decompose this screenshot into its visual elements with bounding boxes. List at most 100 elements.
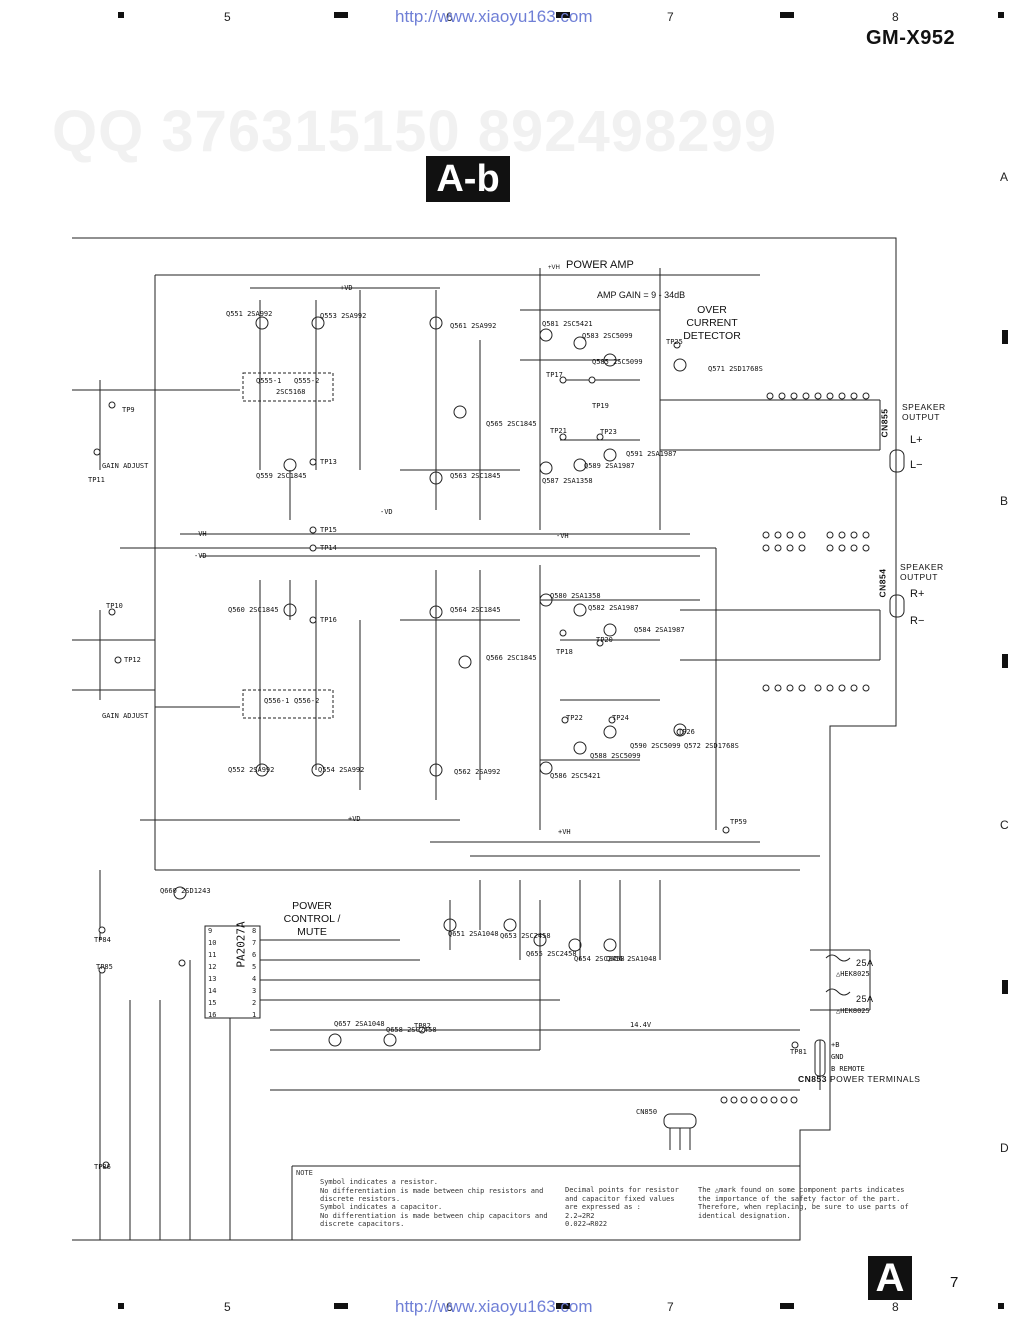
speaker-output-line: SPEAKER bbox=[900, 562, 944, 572]
minus-vd-rail-label: -VD bbox=[194, 552, 207, 560]
watermark-contact: QQ 376315150 892498299 bbox=[52, 99, 778, 164]
column-number: 7 bbox=[667, 1300, 674, 1314]
test-point-label: TP13 bbox=[320, 458, 337, 466]
svg-text:13: 13 bbox=[208, 975, 216, 983]
component-label: Q566 2SC1845 bbox=[486, 654, 537, 662]
power-control-line: MUTE bbox=[297, 926, 327, 938]
component-label: Q556-2 bbox=[294, 697, 320, 705]
vh-rail-label: +VH bbox=[558, 828, 571, 836]
cn854-label: CN854 bbox=[877, 568, 888, 598]
minus-vh-rail-label: -VH bbox=[194, 530, 207, 538]
svg-text:11: 11 bbox=[208, 951, 216, 959]
border-mark bbox=[998, 1303, 1004, 1309]
test-point-label: TP85 bbox=[96, 963, 113, 971]
voltage-label: 14.4V bbox=[630, 1021, 652, 1029]
row-letter: A bbox=[1000, 170, 1009, 184]
amp-gain-label: AMP GAIN = 9 - 34dB bbox=[597, 290, 686, 300]
column-number: 6 bbox=[446, 1300, 453, 1314]
svg-text:6: 6 bbox=[252, 951, 256, 959]
component-label: Q651 2SA1048 bbox=[448, 930, 499, 938]
component-label: Q559 2SC1845 bbox=[256, 472, 307, 480]
note-capacitor: Symbol indicates a capacitor. No differe… bbox=[320, 1203, 548, 1228]
test-point-label: TP17 bbox=[546, 371, 563, 379]
l-minus-label: L− bbox=[910, 459, 923, 471]
svg-text:3: 3 bbox=[252, 987, 256, 995]
component-label: Q554 2SA992 bbox=[318, 766, 365, 774]
test-point-label: TP25 bbox=[666, 338, 683, 346]
component-label: Q581 2SC5421 bbox=[542, 320, 593, 328]
ic-part-number: PA2027A bbox=[234, 921, 248, 968]
component-label: Q555-2 bbox=[294, 377, 320, 385]
plus-b-label: +B bbox=[831, 1041, 840, 1049]
component-label: Q552 2SA992 bbox=[228, 766, 275, 774]
border-mark bbox=[1002, 980, 1008, 994]
component-label: Q657 2SA1048 bbox=[334, 1020, 385, 1028]
component-label: Q654 2SC2458 bbox=[574, 955, 625, 963]
speaker-output-top-label: SPEAKER OUTPUT bbox=[902, 402, 946, 422]
component-label: Q660 2SD1243 bbox=[160, 887, 211, 895]
border-mark bbox=[1002, 330, 1008, 344]
power-amp-label: POWER AMP bbox=[566, 259, 634, 271]
test-point-label: TP84 bbox=[94, 936, 111, 944]
test-point-label: TP82 bbox=[414, 1022, 431, 1030]
test-point-label: TP21 bbox=[550, 427, 567, 435]
over-current-line: CURRENT bbox=[686, 317, 738, 329]
component-label: Q571 2SD1768S bbox=[708, 365, 763, 373]
column-number: 5 bbox=[224, 10, 231, 24]
border-mark bbox=[556, 12, 570, 18]
row-letter: C bbox=[1000, 818, 1009, 832]
column-number: 5 bbox=[224, 1300, 231, 1314]
component-label: Q562 2SA992 bbox=[454, 768, 501, 776]
column-number: 6 bbox=[446, 10, 453, 24]
component-label: Q553 2SA992 bbox=[320, 312, 367, 320]
svg-text:7: 7 bbox=[252, 939, 256, 947]
component-label: Q560 2SC1845 bbox=[228, 606, 279, 614]
model-name: GM-X952 bbox=[866, 27, 956, 49]
header-url-link[interactable]: http://www.xiaoyu163.com bbox=[395, 7, 593, 26]
svg-text:9: 9 bbox=[208, 927, 212, 935]
test-point-label: TP20 bbox=[596, 636, 613, 644]
svg-text:2: 2 bbox=[252, 999, 256, 1007]
component-label: Q586 2SC5421 bbox=[550, 772, 601, 780]
component-label: Q653 2SC2458 bbox=[500, 932, 551, 940]
component-label: Q582 2SA1987 bbox=[588, 604, 639, 612]
column-number: 7 bbox=[667, 10, 674, 24]
r-plus-label: R+ bbox=[910, 588, 925, 600]
section-letter-badge: A bbox=[868, 1256, 912, 1300]
row-letter: D bbox=[1000, 1141, 1009, 1155]
test-point-label: TP16 bbox=[320, 616, 337, 624]
fuse-rating: 25A bbox=[856, 994, 874, 1004]
footer-url-link[interactable]: http://www.xiaoyu163.com bbox=[395, 1297, 593, 1316]
component-label: Q563 2SC1845 bbox=[450, 472, 501, 480]
note-resistor: Symbol indicates a resistor. No differen… bbox=[320, 1178, 544, 1203]
svg-text:14: 14 bbox=[208, 987, 216, 995]
vd-rail-label: +VD bbox=[340, 284, 353, 292]
test-point-label: TP86 bbox=[94, 1163, 111, 1171]
vh-rail-label: +VH bbox=[548, 265, 560, 271]
test-point-label: TP18 bbox=[556, 648, 573, 656]
test-point-label: TP26 bbox=[678, 728, 695, 736]
border-mark bbox=[334, 12, 348, 18]
svg-text:15: 15 bbox=[208, 999, 216, 1007]
component-label: Q580 2SA1358 bbox=[550, 592, 601, 600]
over-current-line: DETECTOR bbox=[683, 330, 741, 342]
cn853-label: CN853 bbox=[798, 1074, 827, 1084]
test-point-label: TP22 bbox=[566, 714, 583, 722]
fuse-part-number: △HEK8025 bbox=[836, 1007, 870, 1015]
l-plus-label: L+ bbox=[910, 434, 923, 446]
vd-rail-label: +VD bbox=[348, 815, 361, 823]
column-number: 8 bbox=[892, 1300, 899, 1314]
fuse-rating: 25A bbox=[856, 958, 874, 968]
test-point-label: TP59 bbox=[730, 818, 747, 826]
test-point-label: TP19 bbox=[592, 402, 609, 410]
test-point-label: TP10 bbox=[106, 602, 123, 610]
cn850-label: CN850 bbox=[636, 1108, 658, 1116]
test-point-label: TP24 bbox=[612, 714, 629, 722]
test-point-label: TP11 bbox=[88, 476, 105, 484]
cn855-label: CN855 bbox=[879, 408, 890, 438]
border-mark bbox=[118, 12, 124, 18]
note-decimal: Decimal points for resistor and capacito… bbox=[565, 1186, 679, 1228]
svg-text:1: 1 bbox=[252, 1011, 256, 1019]
component-label: Q572 2SD1768S bbox=[684, 742, 739, 750]
test-point-label: TP15 bbox=[320, 526, 337, 534]
